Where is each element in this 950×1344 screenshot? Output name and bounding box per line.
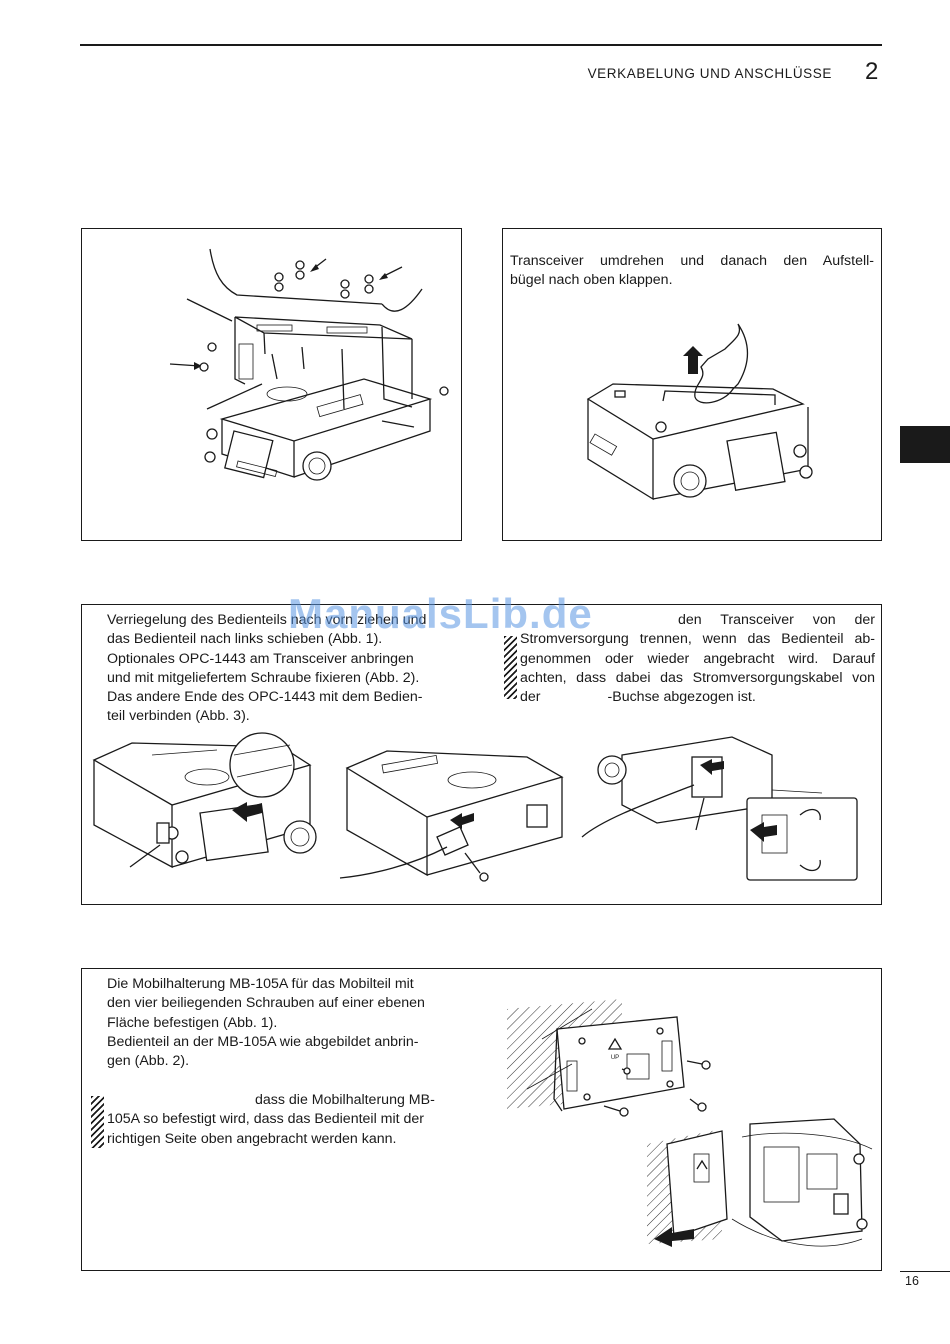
chapter-number: 2 <box>865 58 879 85</box>
footer-rule <box>900 1271 950 1272</box>
caution-hatch-mark <box>504 636 517 699</box>
bracket-up-label: UP <box>611 1055 619 1061</box>
flip-stand-panel: Transceiver umdrehen und danach den Aufs… <box>502 228 882 541</box>
bracket-mounting-panel <box>81 228 462 541</box>
mobile-bracket-panel: Die Mobilhalterung MB-105A für das Mobil… <box>81 968 882 1271</box>
note-hatch-mark <box>91 1096 104 1148</box>
abb-1-unlock-slide <box>92 732 317 869</box>
section-title: VERKABELUNG UND ANSCHLÜSSE <box>587 66 832 81</box>
separation-steps: Verriegelung des Bedienteils nach vorn z… <box>107 612 427 725</box>
watermark: ManualsLib.de <box>288 590 593 637</box>
bracket-mounting-illustration <box>169 248 449 481</box>
power-caution-note: den Transceiver von der Stromversorgung … <box>520 612 875 706</box>
orientation-note: dass die Mobilhalterung MB- 105A so befe… <box>107 1092 435 1147</box>
abb-2-attach-cable <box>339 750 564 882</box>
flip-stand-illustration <box>586 323 813 501</box>
mobile-bracket-illustration: UP <box>507 999 873 1247</box>
abb-3-connect-front-panel <box>581 736 858 881</box>
page-number: 16 <box>905 1274 919 1288</box>
chapter-tab-marker <box>900 426 950 463</box>
separation-illustrations <box>92 732 858 882</box>
front-panel-separation-panel: Verriegelung des Bedienteils nach vorn z… <box>81 604 882 905</box>
bracket-mounting-steps: Die Mobilhalterung MB-105A für das Mobil… <box>107 976 425 1070</box>
header-rule <box>80 44 882 46</box>
flip-stand-instruction: Transceiver umdrehen und danach den Aufs… <box>510 253 874 289</box>
